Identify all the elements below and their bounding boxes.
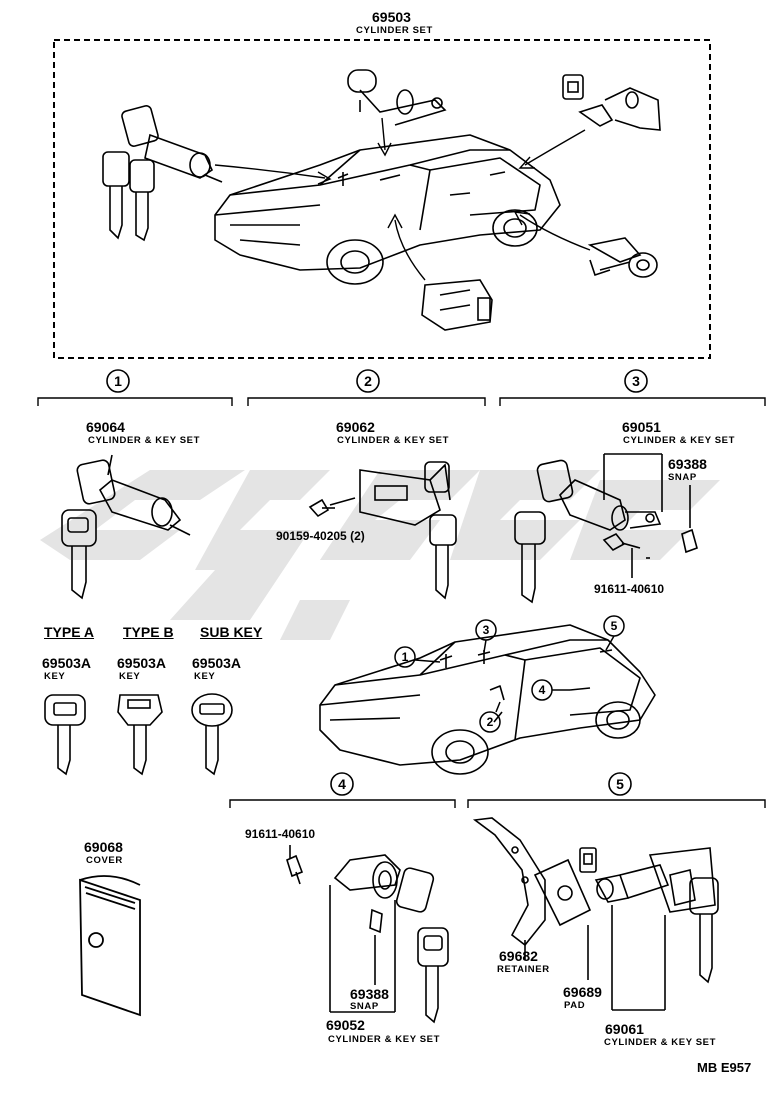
section5-retainer: RETAINER <box>497 964 550 975</box>
bottom-car-illustration <box>319 624 656 775</box>
section1-part-no: 69064 <box>86 419 125 435</box>
section5-pad: PAD <box>564 1000 586 1011</box>
cover-illustration <box>79 875 141 1017</box>
section5-part-no: 69061 <box>605 1021 644 1037</box>
section-number-4: 4 <box>338 776 346 792</box>
car-callout-4: 4 <box>539 683 546 697</box>
diagram-code: MB E957 <box>697 1060 752 1075</box>
key-a-name: KEY <box>44 671 66 682</box>
top-set-part-no: 69503 <box>372 9 411 25</box>
car-callout-5: 5 <box>611 619 618 633</box>
section3-name: CYLINDER & KEY SET <box>623 435 735 446</box>
cover-part-no: 69068 <box>84 839 123 855</box>
section5-pad-no: 69689 <box>563 984 602 1000</box>
top-car-illustration <box>214 134 561 285</box>
car-callout-3: 3 <box>483 623 490 637</box>
section5-illustration <box>472 817 719 1011</box>
cover-name: COVER <box>86 855 123 866</box>
car-callout-1: 1 <box>402 650 409 664</box>
section-number-1: 1 <box>114 373 122 389</box>
top-arrows <box>214 117 591 281</box>
section3-illustration <box>514 453 698 604</box>
section-number-5: 5 <box>616 776 624 792</box>
section-number-3: 3 <box>632 373 640 389</box>
key-sub-name: KEY <box>194 671 216 682</box>
section4-snap: SNAP <box>350 1001 379 1012</box>
section4-bolt: 91611-40610 <box>245 827 316 841</box>
section4-snap-no: 69388 <box>350 986 389 1002</box>
section5-name: CYLINDER & KEY SET <box>604 1037 716 1048</box>
car-callout-2: 2 <box>487 715 494 729</box>
section3-snap-no: 69388 <box>668 456 707 472</box>
section5-retainer-no: 69682 <box>499 948 538 964</box>
section3-bolt: 91611-40610 <box>594 582 665 596</box>
section4-illustration <box>286 845 449 1024</box>
section4-name: CYLINDER & KEY SET <box>328 1034 440 1045</box>
section-brackets <box>37 397 766 808</box>
section3-part-no: 69051 <box>622 419 661 435</box>
bottom-car-callout-circles <box>394 615 625 733</box>
key-sub-part-no: 69503A <box>192 655 242 671</box>
key-b-part-no: 69503A <box>117 655 167 671</box>
section4-part-no: 69052 <box>326 1017 365 1033</box>
section2-illustration <box>308 461 457 600</box>
key-a-part-no: 69503A <box>42 655 92 671</box>
watermark <box>40 470 720 640</box>
key-illustrations <box>44 693 233 776</box>
top-set-name: CYLINDER SET <box>356 25 433 36</box>
top-lower-right-cylinder <box>587 237 658 278</box>
key-sub-key: SUB KEY <box>200 624 263 640</box>
section-number-circles <box>106 369 648 796</box>
section1-illustration <box>61 454 191 600</box>
section1-name: CYLINDER & KEY SET <box>88 435 200 446</box>
key-b-name: KEY <box>119 671 141 682</box>
cylinder-set-box <box>53 39 711 359</box>
key-type-a: TYPE A <box>44 624 95 640</box>
key-type-b: TYPE B <box>123 624 174 640</box>
top-right-cylinder <box>562 74 661 131</box>
top-center-cylinder <box>347 69 447 126</box>
section3-snap: SNAP <box>668 472 697 483</box>
section-number-2: 2 <box>364 373 372 389</box>
top-bottom-bracket <box>421 279 493 331</box>
section2-name: CYLINDER & KEY SET <box>337 435 449 446</box>
section2-bolt: 90159-40205 (2) <box>276 529 365 543</box>
section-number-labels: 1 2 3 4 5 1 3 5 4 2 <box>114 373 640 792</box>
top-left-keyset <box>102 105 223 242</box>
section2-part-no: 69062 <box>336 419 375 435</box>
